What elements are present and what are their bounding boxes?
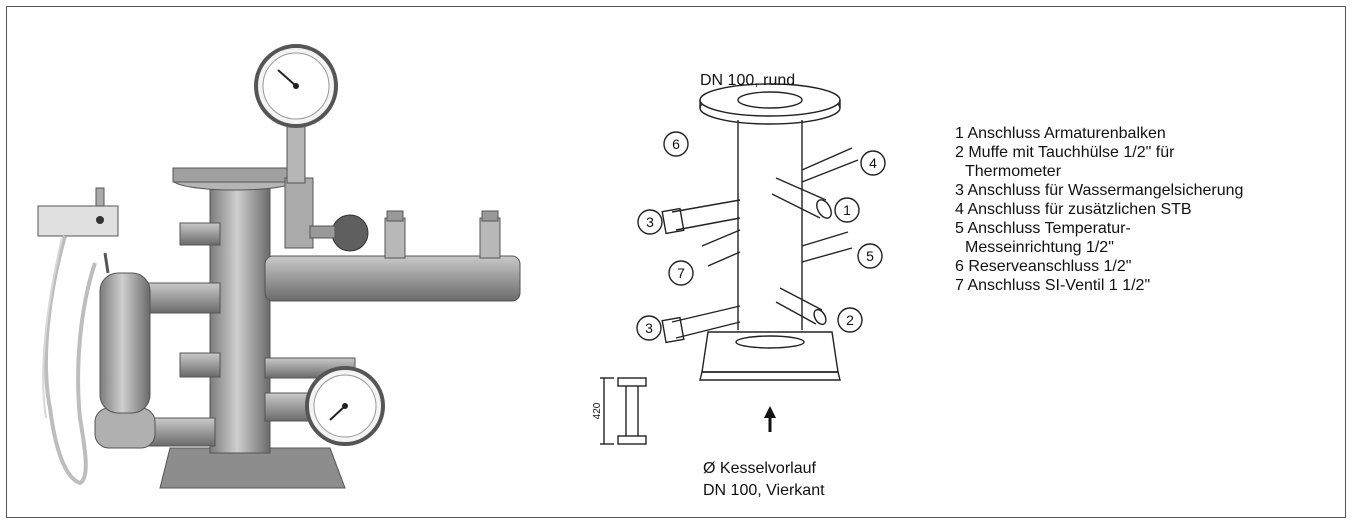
callout-5: 5 xyxy=(866,248,874,264)
product-photo xyxy=(37,44,521,489)
bottom-label-line1: Ø Kesselvorlauf xyxy=(703,460,816,477)
technical-drawing: 6 4 3 1 7 5 3 2 420 xyxy=(592,83,886,445)
legend: 1 Anschluss Armaturenbalken 2 Muffe mit … xyxy=(955,124,1243,295)
top-label: DN 100, rund xyxy=(700,72,796,89)
arrow-up-icon xyxy=(764,406,776,432)
legend-item: 1 Anschluss Armaturenbalken xyxy=(955,125,1166,142)
callout-2: 2 xyxy=(846,312,854,328)
bottom-label-line2: DN 100, Vierkant xyxy=(703,482,825,499)
callout-3-upper: 3 xyxy=(646,214,654,230)
callout-1: 1 xyxy=(843,202,851,218)
legend-item: 2 Muffe mit Tauchhülse 1/2" für xyxy=(955,144,1175,161)
legend-item: 7 Anschluss SI-Ventil 1 1/2" xyxy=(955,277,1151,294)
callout-6: 6 xyxy=(672,136,680,152)
legend-item: 3 Anschluss für Wassermangelsicherung xyxy=(955,182,1244,199)
legend-item: 6 Reserveanschluss 1/2" xyxy=(955,258,1132,275)
callout-3-lower: 3 xyxy=(645,320,653,336)
legend-item-continuation: Messeinrichtung 1/2" xyxy=(965,239,1114,256)
legend-item-continuation: Thermometer xyxy=(965,163,1062,180)
callout-7: 7 xyxy=(677,265,685,281)
legend-item: 5 Anschluss Temperatur- xyxy=(955,220,1131,237)
dimension-label: 420 xyxy=(592,402,603,419)
bottom-label: Ø Kesselvorlauf DN 100, Vierkant xyxy=(703,458,825,502)
callout-4: 4 xyxy=(869,155,877,171)
legend-item: 4 Anschluss für zusätzlichen STB xyxy=(955,201,1192,218)
